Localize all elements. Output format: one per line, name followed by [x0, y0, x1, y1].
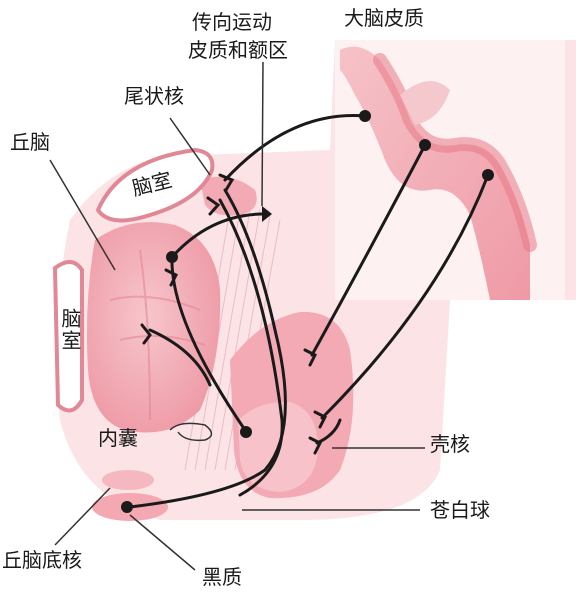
synapse-markers — [140, 173, 328, 455]
label-thalamus: 丘脑 — [10, 130, 50, 154]
pathways — [128, 114, 490, 509]
label-cerebral-cortex: 大脑皮质 — [344, 6, 424, 30]
label-motor-cortex-1: 传向运动 — [192, 10, 272, 34]
arrow-head — [262, 206, 272, 222]
label-caudate: 尾状核 — [124, 84, 184, 108]
label-substantia-nigra: 黑质 — [202, 565, 242, 589]
cerebral-cortex — [335, 40, 565, 300]
label-subthalamic-nucleus: 丘脑底核 — [2, 548, 82, 572]
subthalamic-nucleus — [102, 470, 154, 490]
label-ventricle-left: 脑室 — [58, 308, 82, 352]
neuron-cell-bodies — [121, 110, 494, 513]
thalamus — [86, 222, 221, 433]
label-internal-capsule: 内囊 — [98, 426, 138, 450]
label-globus-pallidus: 苍白球 — [430, 498, 490, 522]
label-motor-cortex-2: 皮质和额区 — [188, 38, 288, 62]
ventricle-left — [52, 260, 84, 413]
ventricle-top — [95, 147, 215, 223]
leader-lines — [49, 61, 425, 571]
label-putamen: 壳核 — [430, 432, 470, 456]
